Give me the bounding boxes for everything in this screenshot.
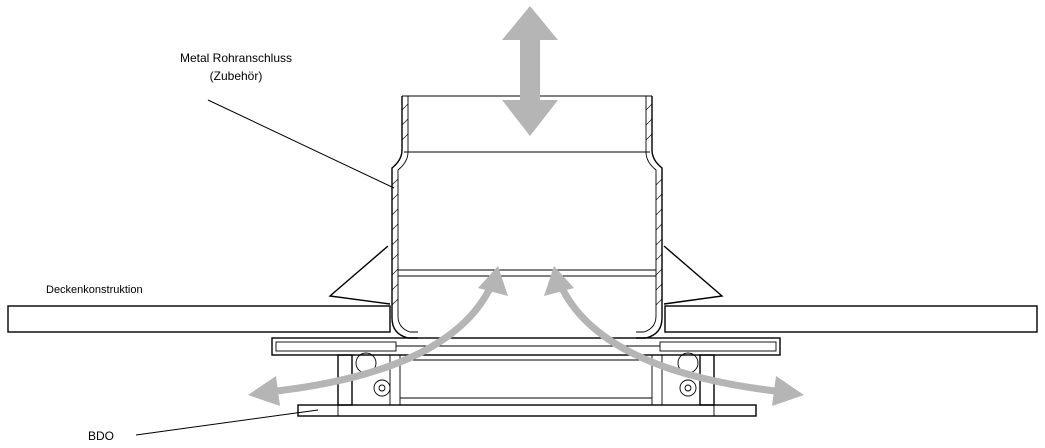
- mounting-bracket-left: [328, 245, 391, 305]
- air-flow-arrow-right: [544, 266, 804, 406]
- ceiling-slab: [7, 305, 1038, 333]
- diffuser-housing: [271, 337, 781, 417]
- mounting-bracket-right: [663, 245, 724, 305]
- label-pipe-connector-line2: (Zubehör): [210, 69, 263, 83]
- pipe-connector: [391, 95, 663, 339]
- label-pipe-connector-line1: Metal Rohranschluss: [180, 51, 292, 65]
- vertical-double-arrow: [502, 6, 558, 136]
- air-flow-arrow-left: [248, 266, 508, 406]
- leader-line-bdo: [135, 409, 319, 436]
- label-bdo: BDO: [88, 429, 114, 443]
- leader-line-pipe-connector: [207, 99, 395, 189]
- label-ceiling: Deckenkonstruktion: [46, 284, 143, 296]
